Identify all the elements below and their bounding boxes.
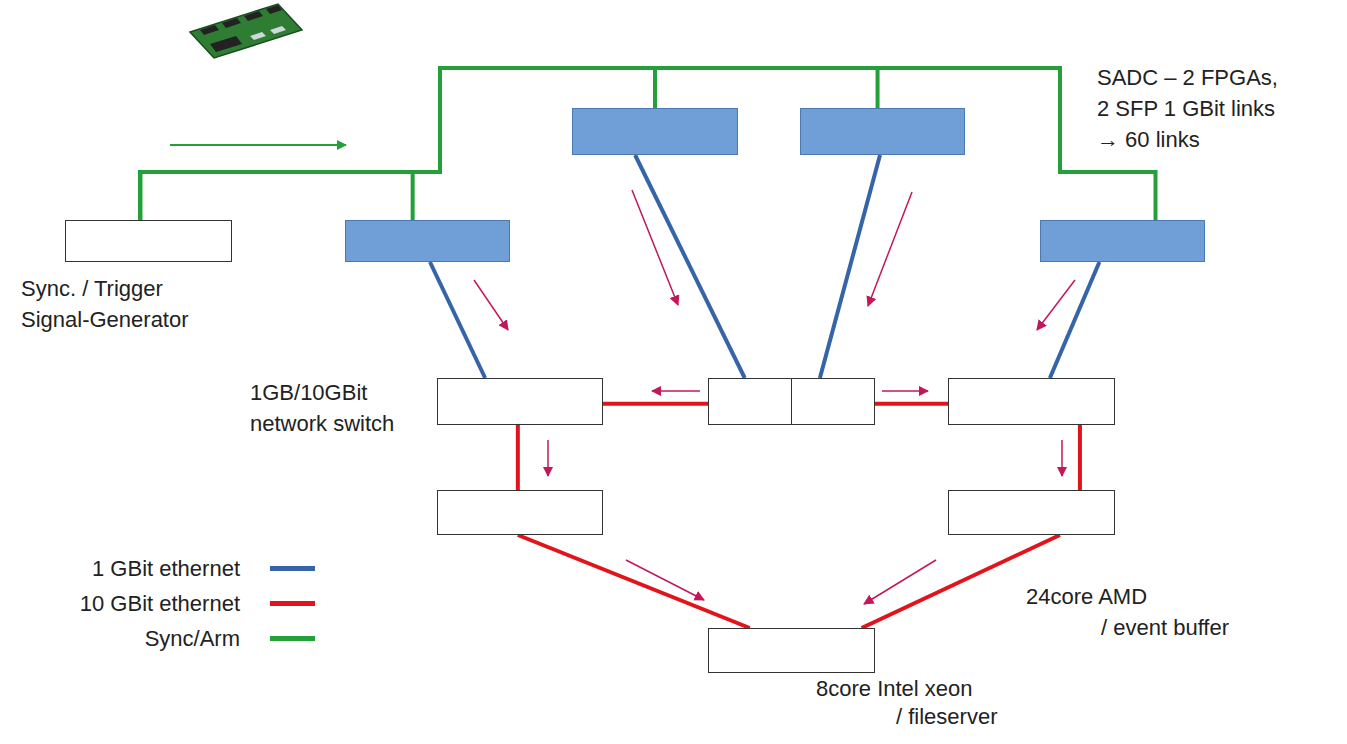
ten-gbit-link bbox=[603, 402, 708, 406]
sadc-board-box bbox=[800, 108, 965, 155]
network-switch-box: 1GB/10GBit network switch bbox=[437, 378, 603, 425]
pcb-illustration bbox=[190, 4, 302, 58]
legend-swatch bbox=[270, 566, 315, 571]
network-switch-box bbox=[708, 378, 875, 425]
ten-gbit-link bbox=[862, 535, 1060, 628]
sync-arm-line bbox=[140, 68, 1155, 220]
sync-direction-arrow bbox=[170, 144, 346, 146]
event-buffer-box: 24core AMD / event buffer bbox=[948, 490, 1115, 535]
ten-gbit-link bbox=[875, 402, 948, 406]
event-buffer-box bbox=[437, 490, 603, 535]
node-caption: 1GB/10GBit network switch bbox=[250, 377, 394, 439]
one-gbit-link bbox=[820, 155, 880, 378]
node-caption: 8core Intel xeon / fileserver bbox=[816, 675, 997, 731]
node-caption: 24core AMD / event buffer bbox=[1026, 581, 1229, 643]
legend-text: Sync/Arm bbox=[0, 623, 240, 654]
legend-swatch bbox=[270, 601, 315, 606]
sadc-board-box bbox=[1040, 220, 1205, 262]
sync-arm-line bbox=[140, 68, 877, 220]
legend-swatch bbox=[270, 636, 315, 641]
one-gbit-link bbox=[635, 155, 745, 378]
legend-text: 10 GBit ethernet bbox=[0, 588, 240, 619]
ten-gbit-link bbox=[516, 425, 520, 490]
annotation-text: SADC – 2 FPGAs, 2 SFP 1 GBit links → 60 … bbox=[1097, 62, 1278, 155]
ten-gbit-link bbox=[518, 535, 750, 628]
signal-generator-box: Sync. / Trigger Signal-Generator bbox=[65, 220, 232, 262]
one-gbit-link bbox=[430, 262, 485, 378]
ten-gbit-link bbox=[1078, 425, 1082, 490]
legend-row: 1 GBit ethernet bbox=[0, 553, 325, 584]
legend-row: 10 GBit ethernet bbox=[0, 588, 325, 619]
sadc-board-box bbox=[345, 220, 510, 262]
one-gbit-link bbox=[1050, 262, 1100, 378]
node-caption: Sync. / Trigger Signal-Generator bbox=[21, 273, 189, 335]
sync-arm-line bbox=[140, 172, 413, 220]
network-switch-box bbox=[948, 378, 1115, 425]
legend-row: Sync/Arm bbox=[0, 623, 325, 654]
switch-divider bbox=[791, 379, 792, 424]
fileserver-box: 8core Intel xeon / fileserver bbox=[708, 628, 875, 673]
sadc-board-box bbox=[572, 108, 738, 155]
label-holder: SADC – 2 FPGAs, 2 SFP 1 GBit links → 60 … bbox=[1097, 62, 1278, 155]
legend-text: 1 GBit ethernet bbox=[0, 553, 240, 584]
